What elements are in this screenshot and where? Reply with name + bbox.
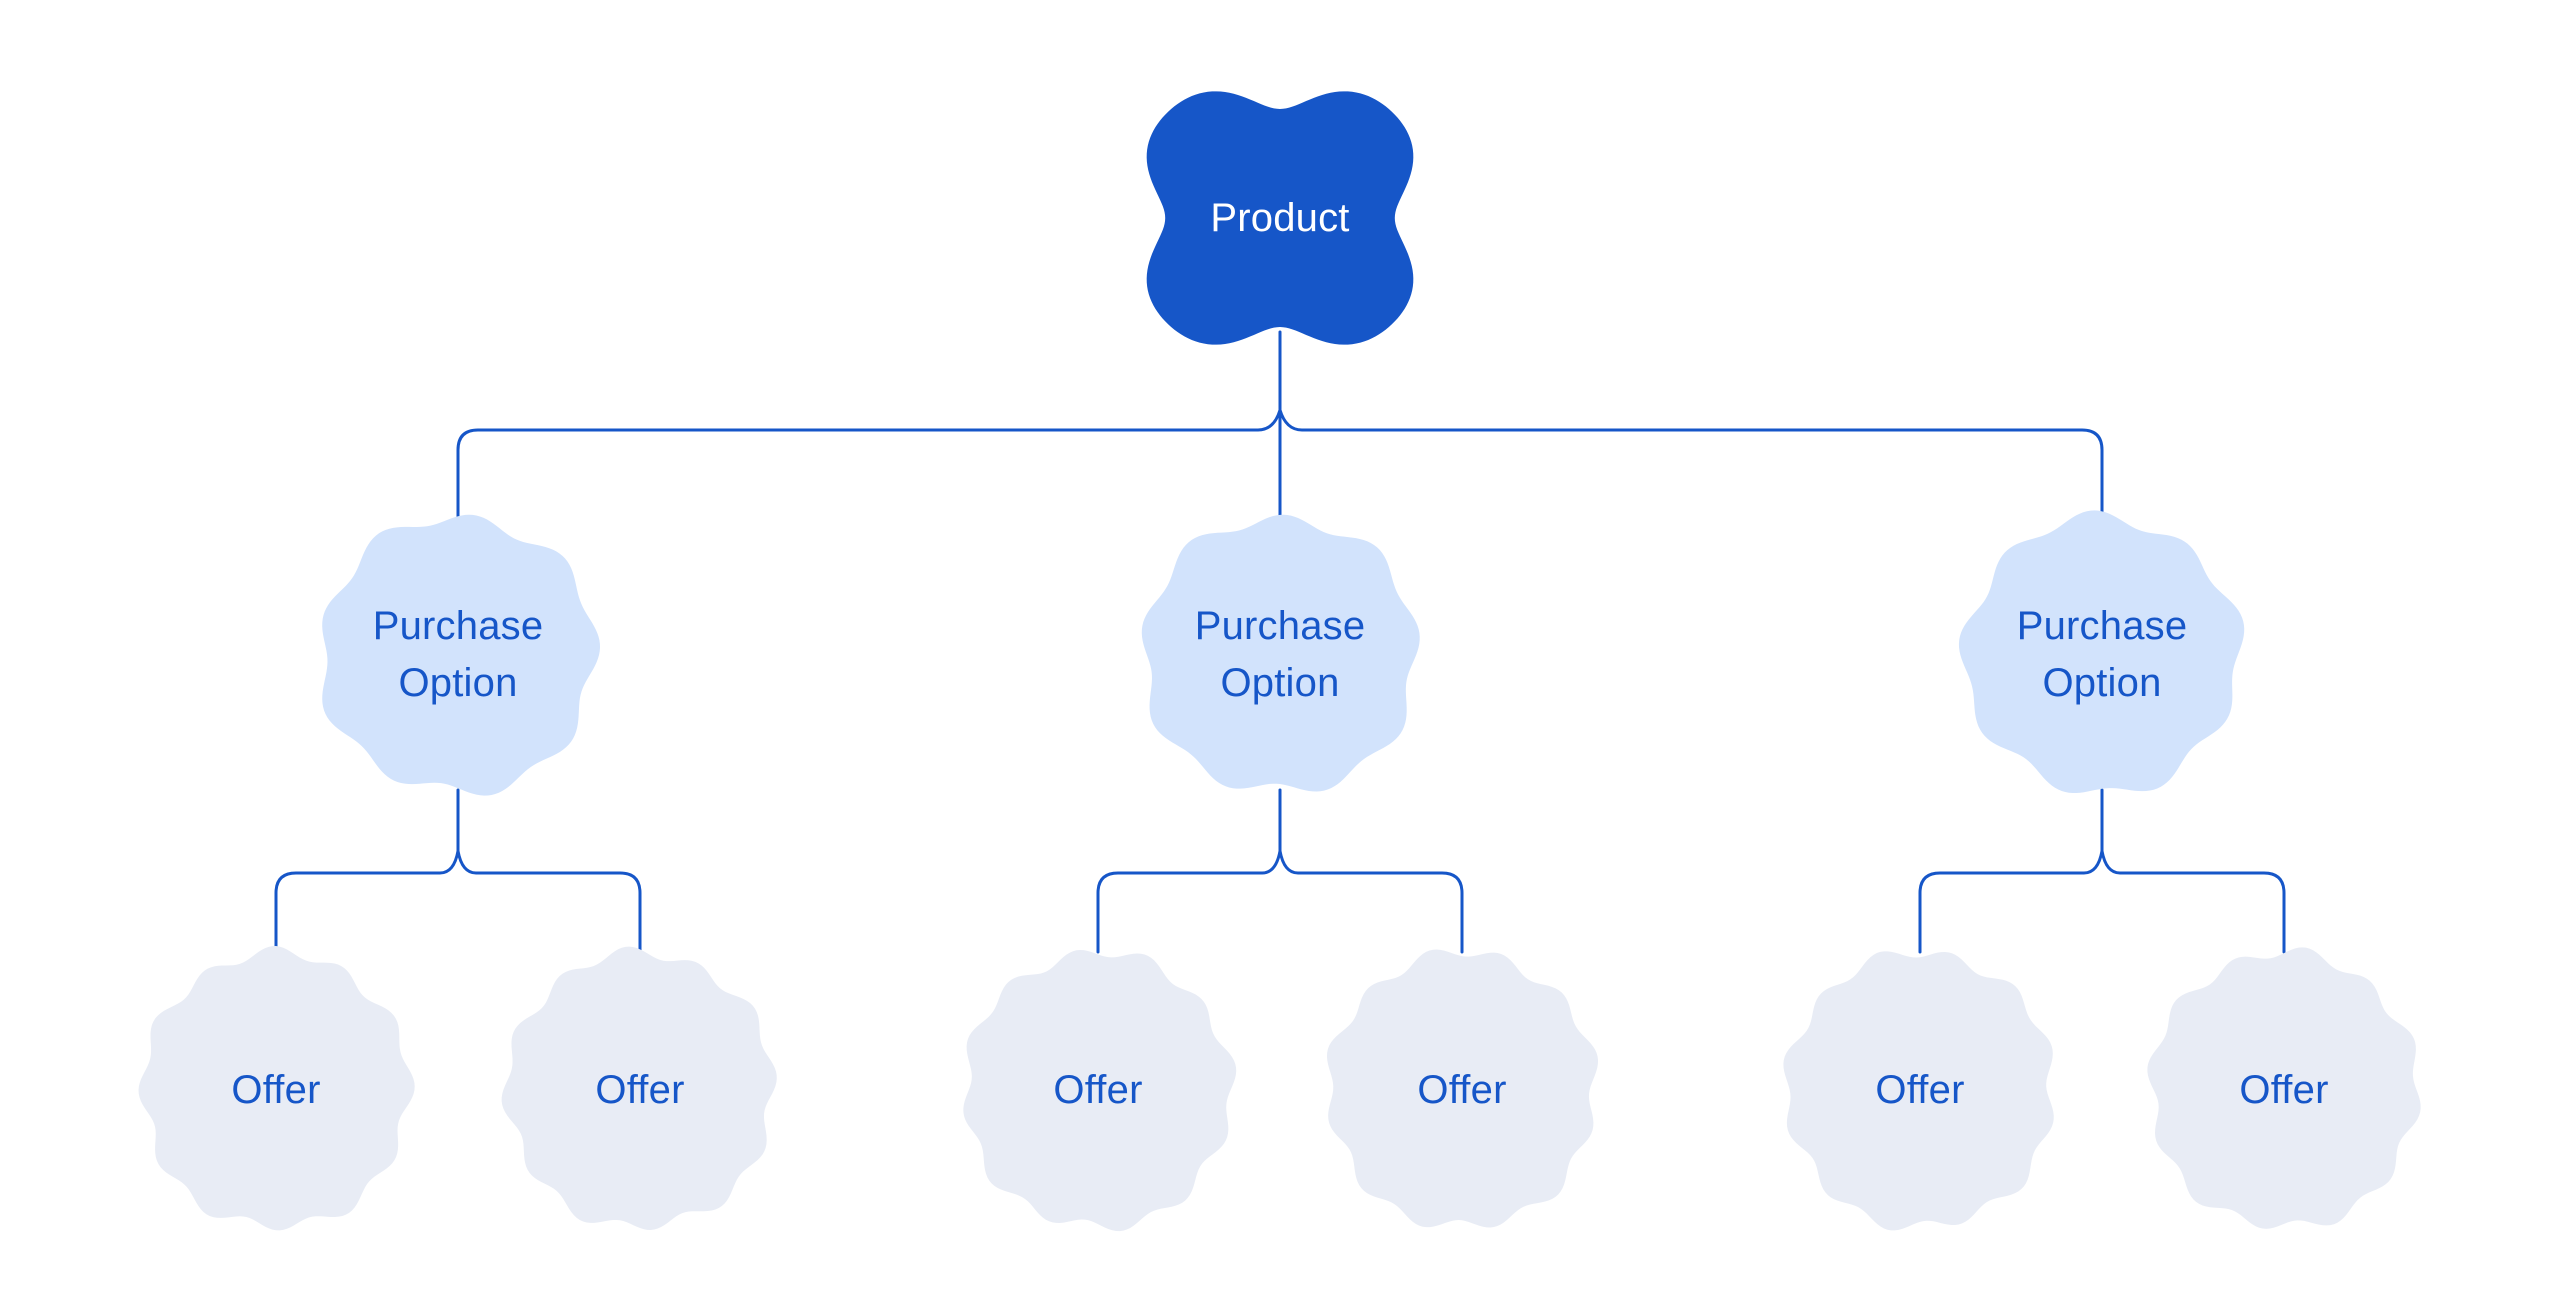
offer-label: Offer <box>595 1067 685 1112</box>
purchase-option-blob-shape <box>1141 514 1420 792</box>
purchase-option-label: Purchase Option <box>1194 604 1366 705</box>
purchase-option-label: Purchase Option <box>372 604 544 705</box>
product-node: Product <box>1110 48 1450 388</box>
offer-blob-shape <box>138 946 415 1231</box>
offer-label: Offer <box>231 1067 321 1112</box>
offer-blob-shape <box>501 946 777 1230</box>
purchase-option-label: Purchase Option <box>2016 604 2188 705</box>
offer-blob-shape <box>1326 949 1599 1228</box>
offer-blob-shape <box>963 949 1237 1232</box>
offer-label: Offer <box>1053 1067 1143 1112</box>
offer-node: Offer <box>470 920 810 1260</box>
offer-label: Offer <box>2239 1067 2329 1112</box>
offer-label: Offer <box>1417 1067 1507 1112</box>
offer-blob-shape <box>1783 951 2054 1231</box>
purchase-option-node: Purchase Option <box>288 485 628 825</box>
purchase-option-blob-shape <box>322 514 601 796</box>
offer-blob-shape <box>2147 947 2421 1229</box>
offer-node: Offer <box>2114 920 2454 1260</box>
offer-node: Offer <box>1292 920 1632 1260</box>
product-blob-shape <box>1146 91 1414 345</box>
offer-label: Offer <box>1875 1067 1965 1112</box>
purchase-option-blob-shape <box>1958 510 2245 794</box>
product-label: Product <box>1210 195 1350 240</box>
purchase-option-node: Purchase Option <box>1110 485 1450 825</box>
offer-node: Offer <box>106 920 446 1260</box>
connector-path <box>274 330 2286 954</box>
offer-node: Offer <box>928 920 1268 1260</box>
offer-node: Offer <box>1750 920 2090 1260</box>
purchase-option-node: Purchase Option <box>1932 485 2272 825</box>
